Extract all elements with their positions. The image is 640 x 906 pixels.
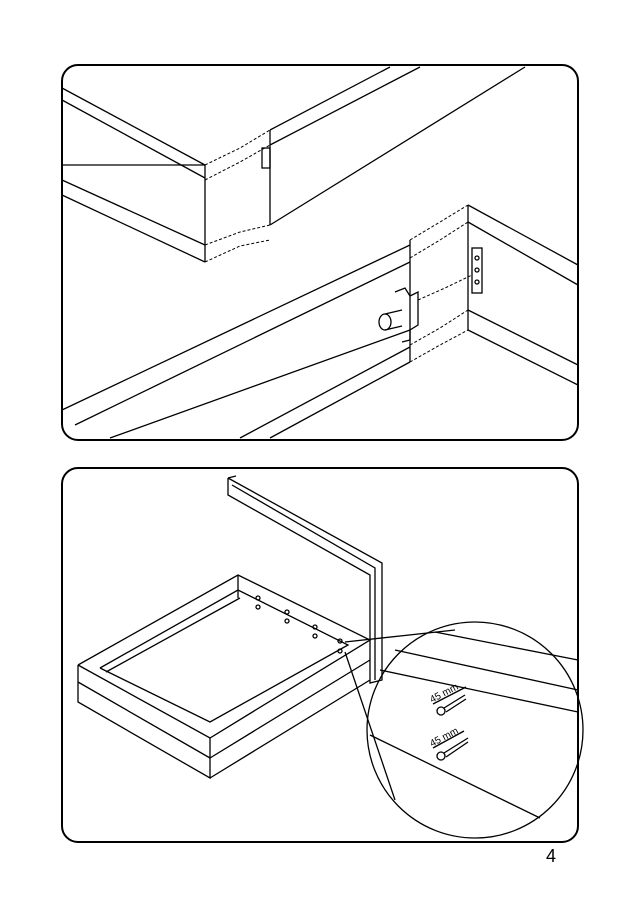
page-number: 4 <box>546 846 557 866</box>
screw-2 <box>432 730 469 761</box>
screw-length-label-1: 45 mm <box>428 682 460 706</box>
bracket-plate <box>471 247 483 294</box>
panel-bed-frame: 45 mm 45 mm <box>61 467 584 843</box>
bolt-holes <box>255 595 343 654</box>
panel-bracket-connection <box>61 64 579 441</box>
screw-1 <box>432 686 467 716</box>
detail-magnifier <box>366 621 584 839</box>
